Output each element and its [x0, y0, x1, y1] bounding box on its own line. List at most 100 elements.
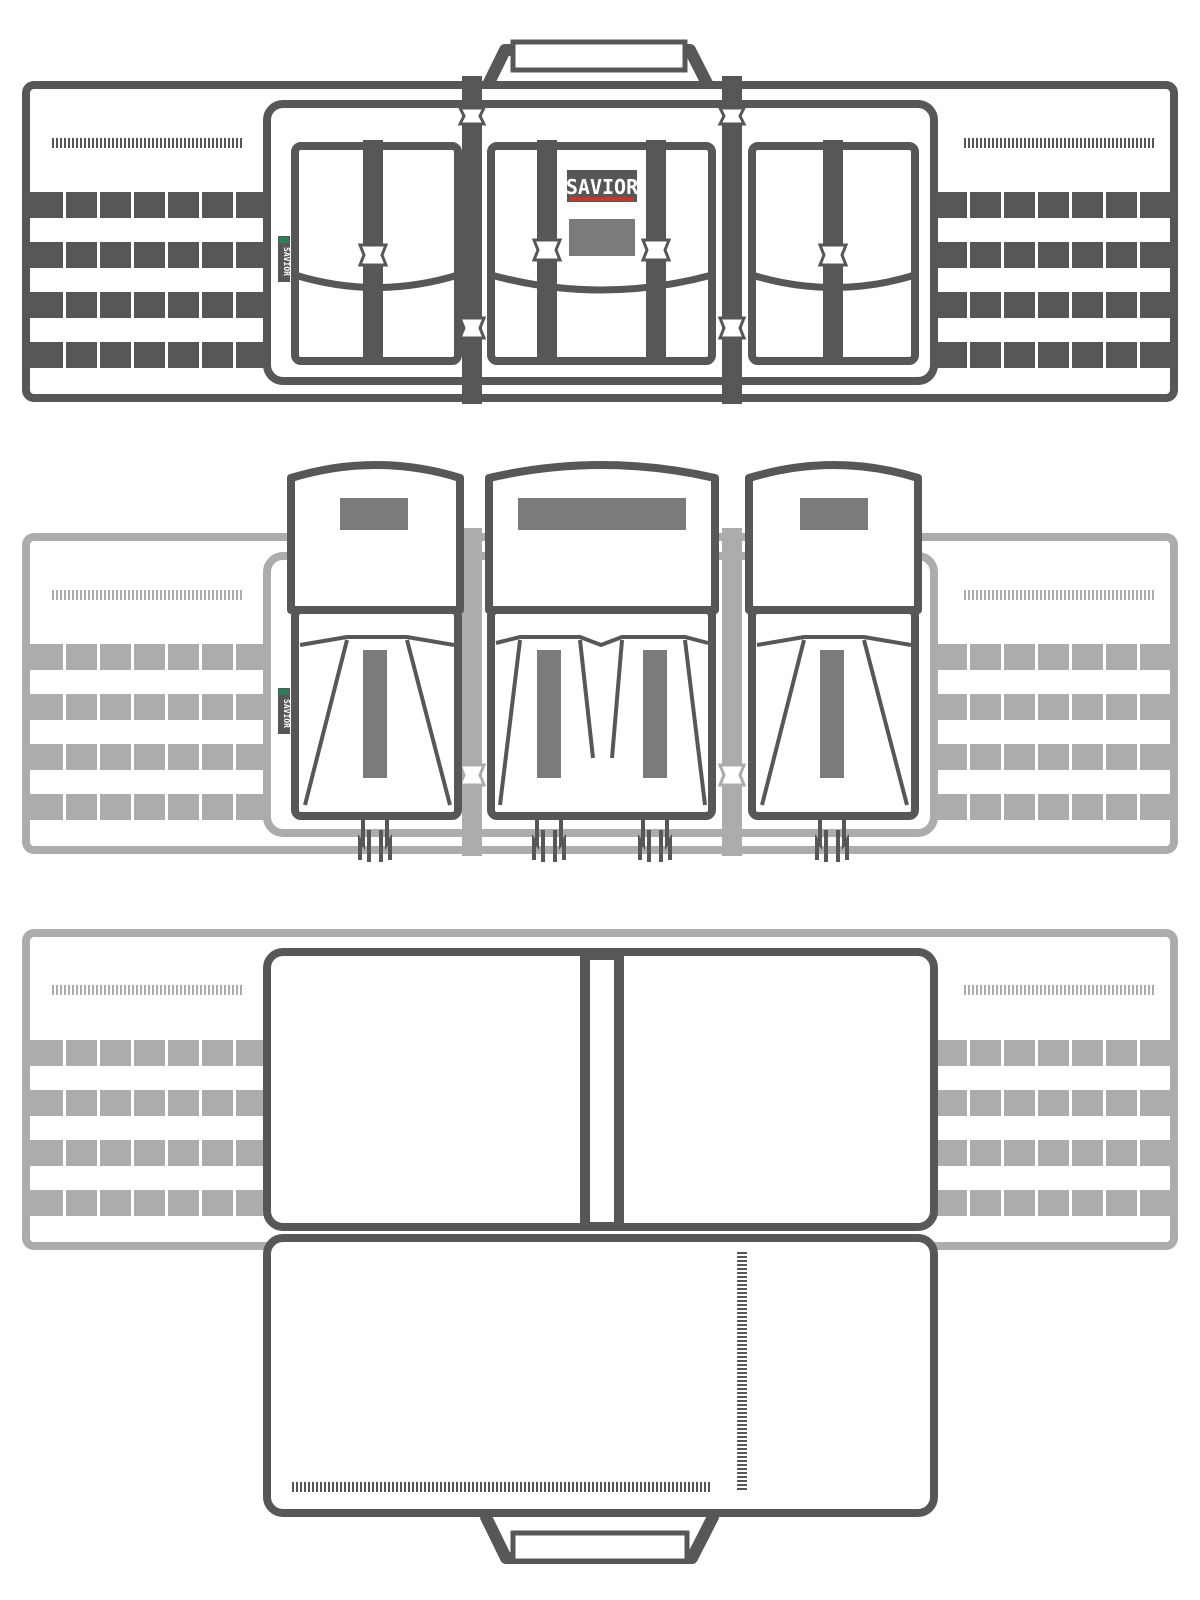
- molle-stitch: [131, 292, 134, 318]
- molle-stitch: [165, 1040, 168, 1066]
- pouch-left-open[interactable]: [287, 461, 464, 862]
- molle-stitch: [1069, 192, 1072, 218]
- molle-row: [30, 744, 268, 770]
- molle-stitch: [1103, 342, 1106, 368]
- molle-stitch: [1137, 1090, 1140, 1116]
- molle-row: [30, 1140, 268, 1166]
- molle-stitch: [233, 794, 236, 820]
- molle-stitch: [131, 342, 134, 368]
- molle-stitch: [967, 794, 970, 820]
- lid-zipper-vertical[interactable]: [737, 1252, 747, 1492]
- molle-stitch: [1103, 1040, 1106, 1066]
- molle-stitch: [967, 694, 970, 720]
- molle-stitch: [63, 694, 66, 720]
- molle-stitch: [1103, 292, 1106, 318]
- molle-row: [30, 794, 268, 820]
- molle-stitch: [1103, 242, 1106, 268]
- molle-stitch: [199, 292, 202, 318]
- pouch-right-open[interactable]: [745, 461, 922, 862]
- flap-label-patch: [340, 498, 408, 530]
- molle-stitch: [1069, 1190, 1072, 1216]
- molle-stitch: [967, 744, 970, 770]
- molle-stitch: [1001, 1040, 1004, 1066]
- molle-stitch: [131, 1090, 134, 1116]
- molle-stitch: [131, 242, 134, 268]
- molle-stitch: [1069, 242, 1072, 268]
- front-view: SAVIOR SAVIOR: [22, 39, 1178, 404]
- molle-stitch: [1035, 242, 1038, 268]
- side-zipper-left[interactable]: [50, 138, 242, 148]
- bottom-handle[interactable]: [479, 1512, 720, 1564]
- molle-stitch: [1137, 242, 1140, 268]
- side-zipper-right[interactable]: [962, 985, 1154, 995]
- side-zipper-right[interactable]: [962, 138, 1154, 148]
- molle-stitch: [165, 694, 168, 720]
- strap-buckle[interactable]: [457, 106, 747, 340]
- molle-stitch: [1137, 744, 1140, 770]
- molle-stitch: [1069, 342, 1072, 368]
- molle-stitch: [1103, 1190, 1106, 1216]
- molle-row: [30, 1090, 268, 1116]
- molle-stitch: [165, 1090, 168, 1116]
- pouch-left[interactable]: [291, 140, 462, 365]
- molle-stitch: [97, 1190, 100, 1216]
- molle-row: [934, 292, 1170, 318]
- pouch-middle-open[interactable]: [485, 461, 719, 862]
- pouch-right[interactable]: [748, 140, 919, 365]
- molle-stitch: [165, 794, 168, 820]
- molle-stitch: [233, 1040, 236, 1066]
- pouch-flap[interactable]: [485, 461, 719, 614]
- molle-stitch: [97, 342, 100, 368]
- molle-stitch: [967, 292, 970, 318]
- molle-row: [934, 342, 1170, 368]
- molle-stitch: [97, 644, 100, 670]
- molle-row: [934, 794, 1170, 820]
- compression-strap-left[interactable]: [462, 528, 482, 856]
- side-zipper-left[interactable]: [50, 985, 242, 995]
- molle-stitch: [1001, 794, 1004, 820]
- top-handle[interactable]: [472, 39, 724, 108]
- molle-stitch: [63, 644, 66, 670]
- molle-row: [30, 1190, 268, 1216]
- pouch-flap[interactable]: [287, 461, 464, 614]
- molle-stitch: [1069, 1140, 1072, 1166]
- elastic-loop: [537, 650, 561, 778]
- molle-panel-left: [30, 644, 268, 820]
- molle-stitch: [165, 1190, 168, 1216]
- molle-stitch: [1103, 1090, 1106, 1116]
- molle-stitch: [199, 644, 202, 670]
- side-brand-tag: SAVIOR: [278, 688, 291, 734]
- molle-stitch: [97, 242, 100, 268]
- molle-stitch: [1103, 1140, 1106, 1166]
- molle-stitch: [1001, 744, 1004, 770]
- molle-stitch: [233, 1190, 236, 1216]
- pouch-middle[interactable]: SAVIOR: [487, 140, 716, 365]
- molle-stitch: [63, 744, 66, 770]
- compression-strap-right[interactable]: [722, 528, 742, 856]
- molle-stitch: [1137, 1040, 1140, 1066]
- interior-compartment-lower[interactable]: [263, 1234, 938, 1517]
- lid-zipper-horizontal[interactable]: [292, 1482, 710, 1492]
- molle-stitch: [1137, 694, 1140, 720]
- molle-stitch: [97, 292, 100, 318]
- buckle-strap[interactable]: [358, 816, 392, 862]
- strap-buckle[interactable]: [457, 763, 487, 787]
- molle-stitch: [1103, 644, 1106, 670]
- molle-stitch: [233, 694, 236, 720]
- molle-stitch: [1001, 192, 1004, 218]
- buckle-strap[interactable]: [815, 816, 849, 862]
- molle-row: [30, 342, 268, 368]
- molle-stitch: [199, 1140, 202, 1166]
- molle-stitch: [199, 794, 202, 820]
- side-zipper-right[interactable]: [962, 590, 1154, 600]
- buckle-strap[interactable]: [638, 816, 672, 862]
- strap-buckle[interactable]: [717, 763, 747, 787]
- buckle-strap[interactable]: [532, 816, 566, 862]
- side-zipper-left[interactable]: [50, 590, 242, 600]
- molle-panel-right: [934, 192, 1170, 368]
- molle-stitch: [165, 242, 168, 268]
- interior-compartment-upper[interactable]: [263, 948, 938, 1231]
- pouch-flap[interactable]: [745, 461, 922, 614]
